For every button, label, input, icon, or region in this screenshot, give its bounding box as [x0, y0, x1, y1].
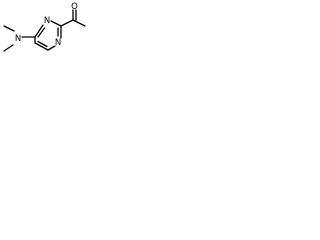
atom-label-carbonyl-oxygen: O	[71, 2, 78, 12]
atom-label-ring-nitrogen-top: N	[44, 16, 50, 26]
bond-c6-c5-inner	[37, 40, 48, 48]
bond-carbonyl-methyl	[72, 19, 86, 27]
bond-c4-n3-inner	[37, 27, 46, 38]
atom-label-ring-nitrogen-bottom: N	[55, 38, 61, 48]
bond-c6-c5	[34, 42, 49, 51]
bond-n3-c2	[50, 20, 62, 27]
bond-c2-carbonyl	[60, 19, 74, 27]
bond-methyl-down	[3, 44, 14, 52]
chemical-structure-diagram: N N N O	[3, 2, 86, 52]
bond-methyl-left	[3, 25, 15, 32]
bond-c4-n3	[34, 24, 44, 38]
bond-n1-c6	[47, 45, 56, 51]
atom-label-dimethylamino-nitrogen: N	[15, 34, 21, 44]
